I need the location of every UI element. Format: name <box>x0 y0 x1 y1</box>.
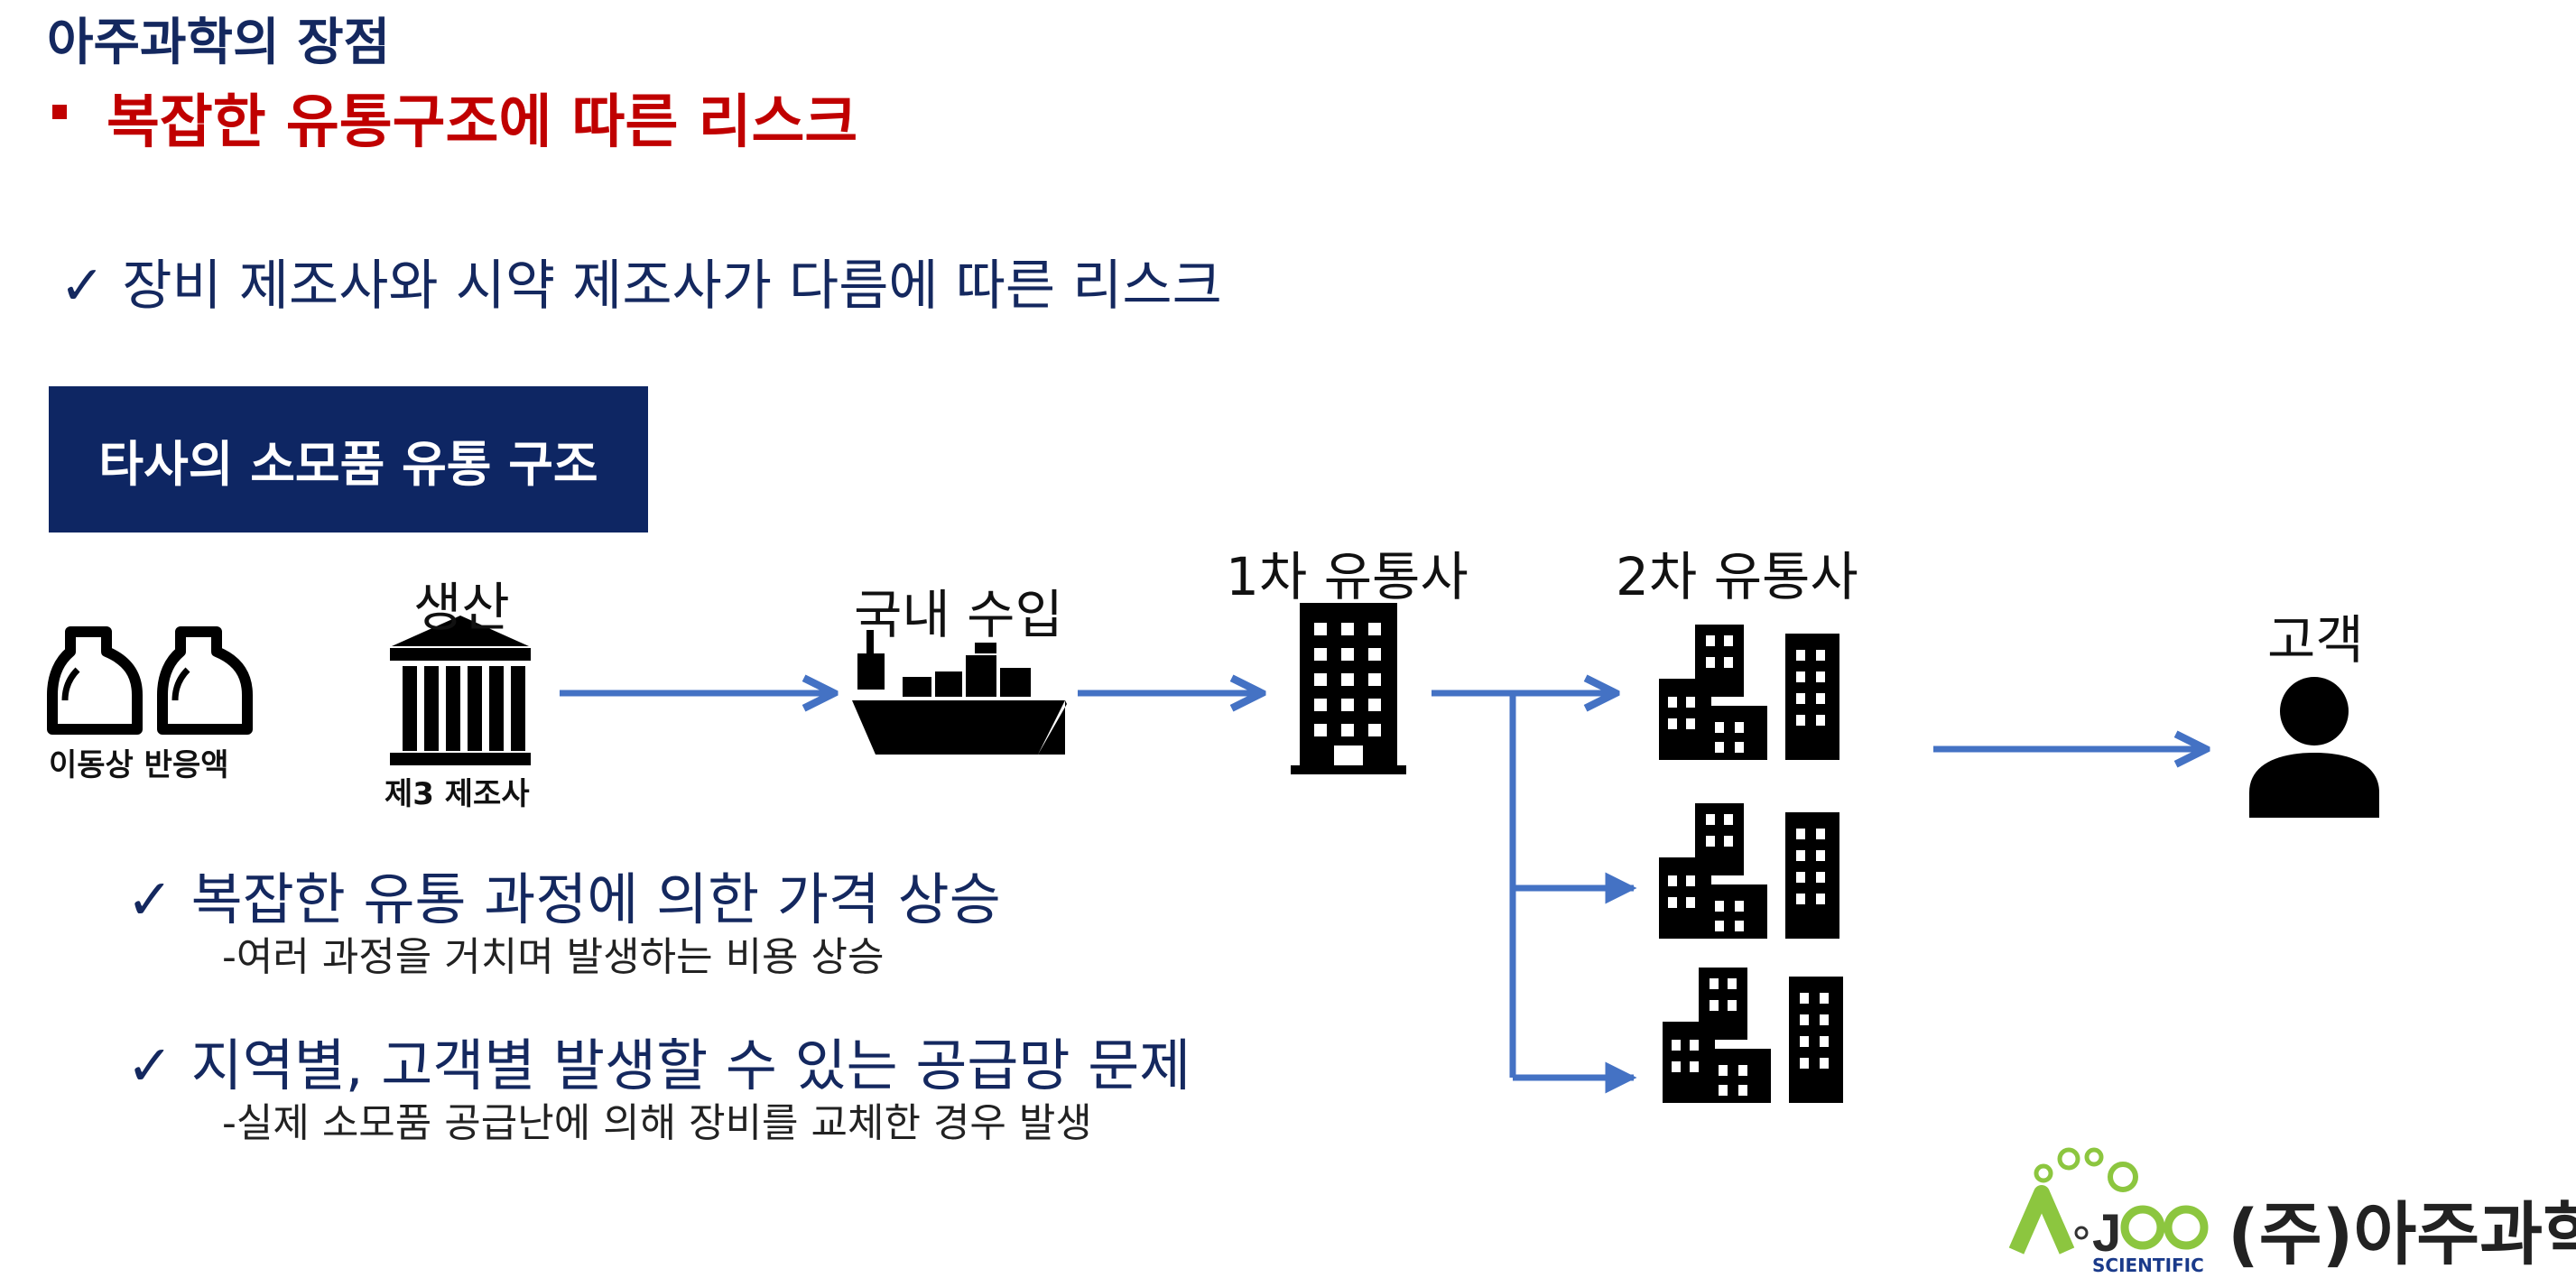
company-logo-text: (주)아주과학 <box>2228 1194 2576 1274</box>
import-label: 국내 수입 <box>854 584 1063 645</box>
city-buildings-icon <box>1659 625 1839 760</box>
subtitle: 복잡한 유통구조에 따른 리스크 <box>107 89 858 156</box>
bullet-square-icon <box>52 105 67 119</box>
section-banner: 타사의 소모품 유통 구조 <box>49 386 648 532</box>
page-title: 아주과학의 장점 <box>47 14 391 72</box>
city-buildings-icon <box>1659 803 1839 939</box>
ajoo-logo-icon: J <box>2008 1147 2209 1263</box>
dist1-label: 1차 유통사 <box>1226 546 1469 607</box>
production-label: 생산 <box>413 577 510 638</box>
third-party-label: 제3 제조사 <box>385 776 530 812</box>
customer-label: 고객 <box>2267 609 2364 671</box>
check-main-point: ✓ 장비 제조사와 시약 제조사가 다름에 따른 리스크 <box>60 255 1222 318</box>
logo-tagline: SCIENTIFIC <box>2092 1255 2204 1276</box>
risk-title: ✓ 지역별, 고객별 발생할 수 있는 공급망 문제 <box>126 1033 1191 1098</box>
bottles-label: 이동상 반응액 <box>49 747 229 783</box>
cargo-ship-icon <box>852 630 1067 755</box>
logo-mark-text: J <box>2092 1204 2121 1263</box>
city-buildings-icon <box>1663 968 1843 1103</box>
bottle-icon <box>47 626 253 735</box>
office-building-icon <box>1291 603 1406 774</box>
customer-person-icon <box>2249 677 2379 818</box>
risk-detail: -실제 소모품 공급난에 의해 장비를 교체한 경우 발생 <box>222 1100 1092 1146</box>
dist2-label: 2차 유통사 <box>1616 546 1858 607</box>
risk-title: ✓ 복잡한 유통 과정에 의한 가격 상승 <box>126 866 1001 932</box>
risk-detail: -여러 과정을 거치며 발생하는 비용 상승 <box>222 934 885 980</box>
section-banner-label: 타사의 소모품 유통 구조 <box>98 435 598 493</box>
factory-building-icon <box>390 616 531 765</box>
